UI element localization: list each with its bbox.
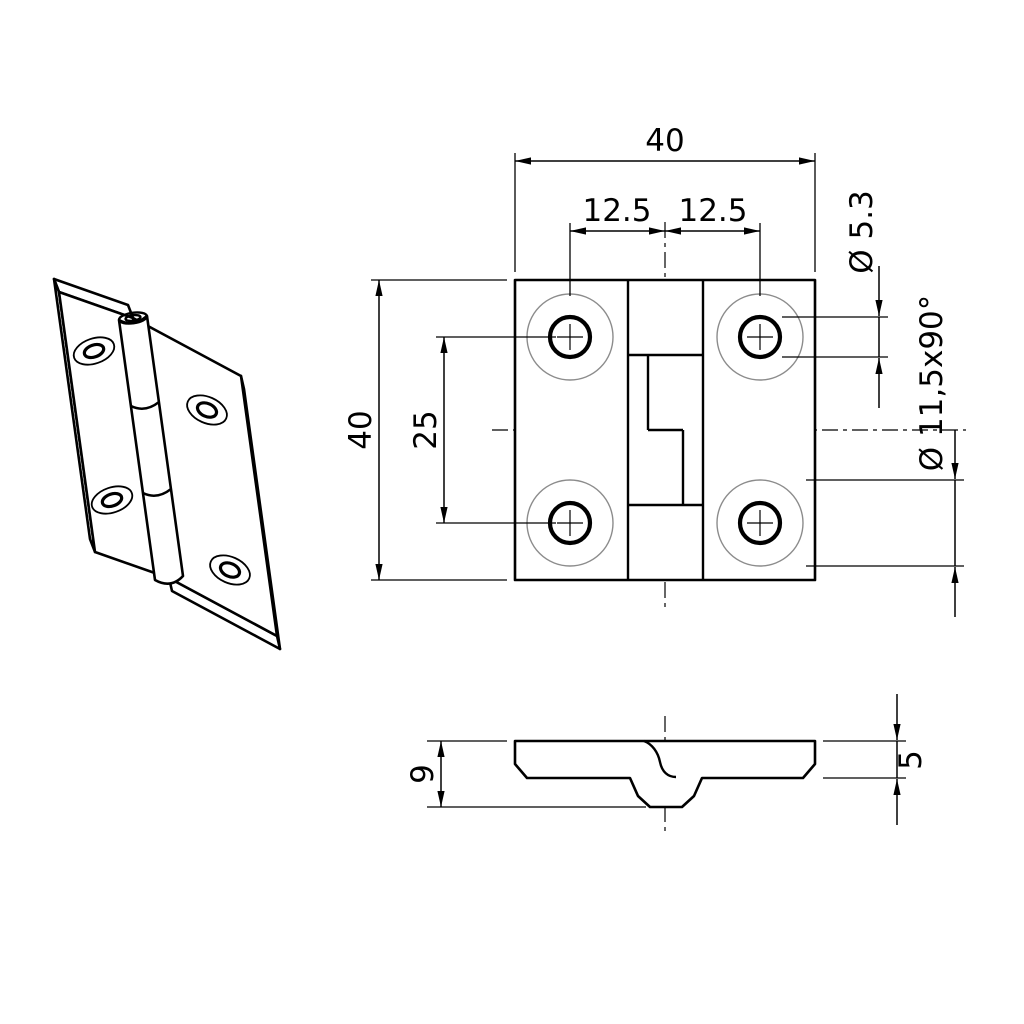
dim-hole-spacing-label: 25 <box>408 410 444 449</box>
dim-leaf-thickness-label: 5 <box>893 750 929 770</box>
iso-knuckle-joint-1 <box>130 401 160 410</box>
front-view: 40 12.5 12.5 40 25 <box>343 123 966 617</box>
dim-hole-offset-left-label: 12.5 <box>582 193 651 229</box>
isometric-view <box>52 277 282 651</box>
iso-pin-top <box>124 313 142 323</box>
knuckle-lines <box>626 280 705 580</box>
hole-bottom-right <box>716 479 804 567</box>
dim-countersink: Ø 11,5x90° <box>806 295 964 617</box>
iso-knuckle-joint-2 <box>142 488 172 497</box>
side-view: 9 5 <box>405 694 929 836</box>
dim-front-height: 40 <box>343 279 507 581</box>
side-knuckle-curve <box>643 739 677 779</box>
iso-hole-front-bottom <box>209 554 251 586</box>
iso-hole-back-top <box>72 336 116 366</box>
iso-hole-front-top <box>186 394 228 426</box>
iso-barrel-top-cap <box>117 311 149 325</box>
dim-hole-spacing: 25 <box>408 336 556 524</box>
iso-knuckle-barrel <box>117 311 185 585</box>
dim-side-height: 9 <box>405 740 646 808</box>
dim-front-height-label: 40 <box>343 410 379 449</box>
dim-hole-diameter-label: Ø 5.3 <box>844 190 880 274</box>
dim-hole-offset-right-label: 12.5 <box>678 193 747 229</box>
dim-countersink-label: Ø 11,5x90° <box>914 295 950 472</box>
dim-hole-offsets: 12.5 12.5 <box>569 193 761 296</box>
dim-front-width-label: 40 <box>645 123 684 159</box>
dim-side-height-label: 9 <box>405 764 441 784</box>
dim-leaf-thickness: 5 <box>823 694 929 825</box>
dim-hole-diameter: Ø 5.3 <box>782 190 888 408</box>
dim-front-width: 40 <box>514 123 816 272</box>
iso-hole-back-bottom <box>90 485 134 515</box>
